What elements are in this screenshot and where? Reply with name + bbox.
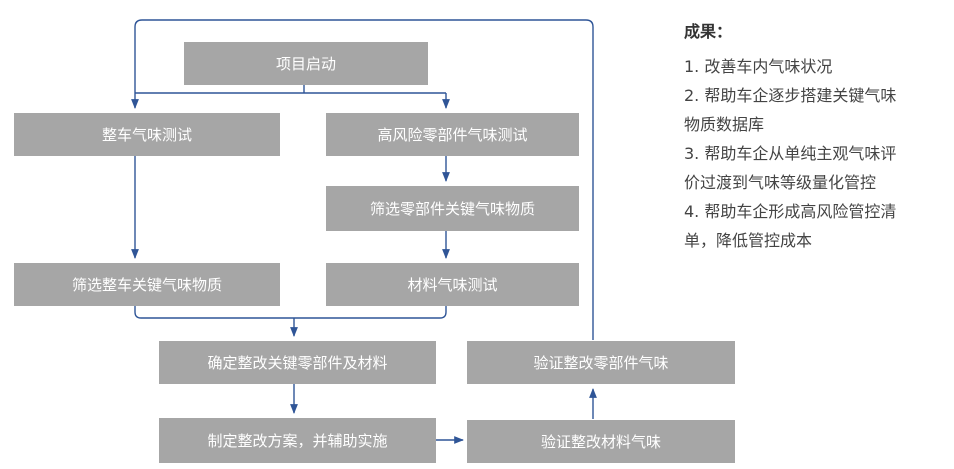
determine-parts-materials-box: 确定整改关键零部件及材料 xyxy=(159,341,436,384)
verify-parts-odor-box: 验证整改零部件气味 xyxy=(467,341,735,384)
results-title: 成果： xyxy=(684,22,733,41)
results-item: 物质数据库 xyxy=(684,115,765,134)
results-item: 2. 帮助车企逐步搭建关键气味 xyxy=(684,86,897,105)
material-odor-test-box: 材料气味测试 xyxy=(326,263,579,306)
results-item: 3. 帮助车企从单纯主观气味评 xyxy=(684,144,897,163)
screen-vehicle-substances-box: 筛选整车关键气味物质 xyxy=(14,263,280,306)
results-item: 1. 改善车内气味状况 xyxy=(684,57,833,76)
high-risk-parts-test-box: 高风险零部件气味测试 xyxy=(326,113,579,156)
results-item: 单，降低管控成本 xyxy=(684,231,813,250)
verify-material-odor-box: 验证整改材料气味 xyxy=(467,420,735,463)
vehicle-odor-test-box: 整车气味测试 xyxy=(14,113,280,156)
start-box: 项目启动 xyxy=(184,42,428,85)
plan-and-implement-box: 制定整改方案，并辅助实施 xyxy=(159,418,436,463)
results-item: 价过渡到气味等级量化管控 xyxy=(684,173,877,192)
results-item: 4. 帮助车企形成高风险管控清 xyxy=(684,202,897,221)
screen-parts-substances-box: 筛选零部件关键气味物质 xyxy=(326,186,579,231)
results-panel: 成果： 1. 改善车内气味状况 2. 帮助车企逐步搭建关键气味 物质数据库 3.… xyxy=(684,18,954,255)
